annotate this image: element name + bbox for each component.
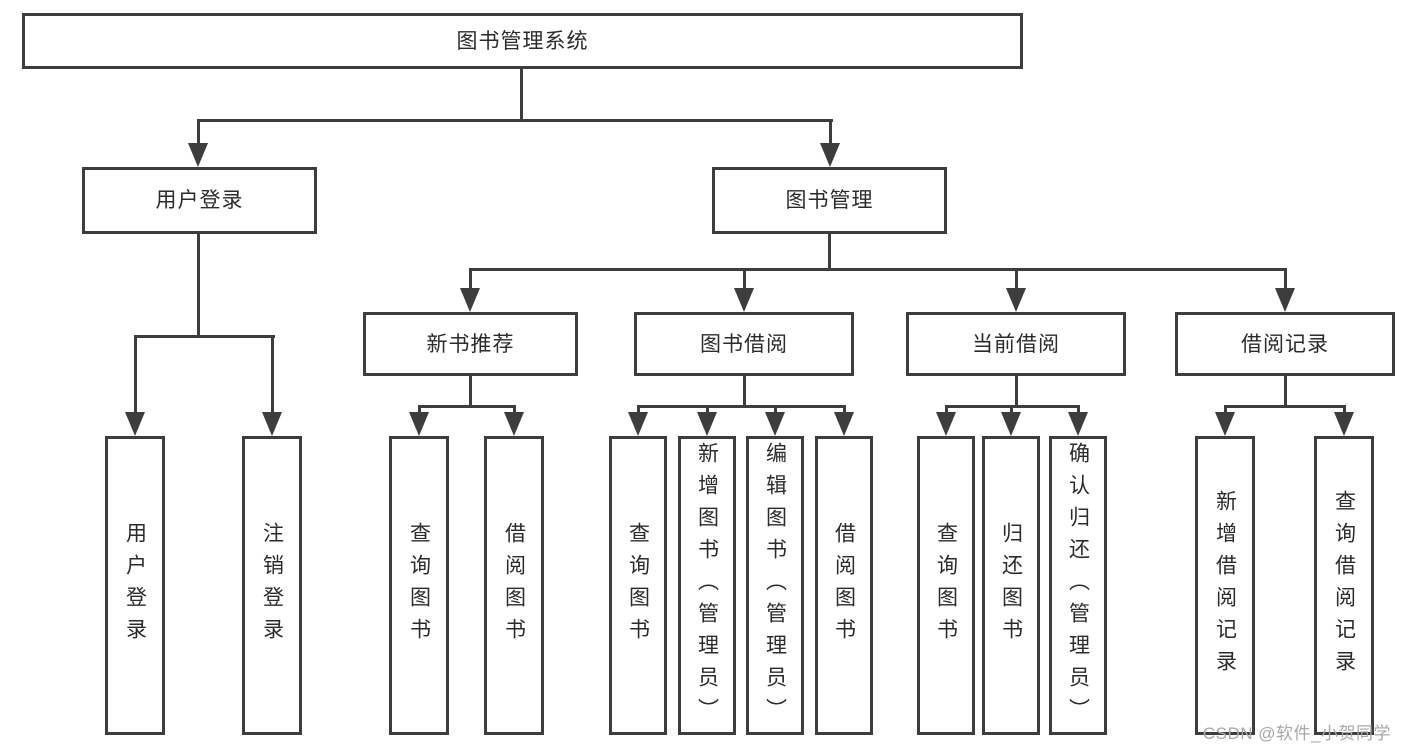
connector-shaft: [1015, 268, 1018, 294]
connector-new-book-bracket: [418, 405, 516, 408]
csdn-watermark: CSDN @软件_小贺同学: [1202, 724, 1391, 743]
leaf-borrow-books: 借阅图书: [815, 436, 873, 735]
connector-level2-bracket: [469, 268, 1287, 271]
arrowhead: [1275, 288, 1295, 312]
connector-shaft: [1284, 268, 1287, 294]
leaf-label: 查询借阅记录: [1332, 489, 1356, 682]
node-borrowing-records: 借阅记录: [1175, 312, 1395, 376]
connector-user-login-bracket: [134, 335, 275, 338]
connector-new-book-stub: [469, 376, 472, 407]
arrowhead: [765, 412, 785, 436]
connector-user-login-stub: [197, 234, 200, 337]
connector-shaft: [1077, 405, 1080, 415]
node-user-login: 用户登录: [82, 167, 317, 234]
leaf-return-book: 归还图书: [982, 436, 1040, 735]
connector-book-borrowing-bracket: [637, 405, 846, 408]
connector-shaft: [829, 119, 832, 147]
arrowhead: [460, 288, 480, 312]
connector-shaft: [1343, 405, 1346, 415]
arrowhead: [628, 412, 648, 436]
arrowhead: [409, 412, 429, 436]
node-label: 图书管理: [785, 189, 874, 212]
arrowhead: [125, 412, 145, 436]
connector-shaft: [513, 405, 516, 415]
leaf-label: 查询图书: [626, 521, 650, 650]
leaf-label: 归还图书: [999, 521, 1023, 650]
connector-level1-bracket: [197, 119, 833, 122]
node-label: 新书推荐: [426, 332, 515, 356]
connector-shaft: [945, 405, 948, 415]
arrowhead: [1006, 288, 1026, 312]
connector-book-borrowing-stub: [743, 376, 746, 407]
leaf-query-books-recommend: 查询图书: [389, 436, 449, 735]
node-book-borrowing: 图书借阅: [634, 312, 854, 376]
leaf-label: 新增图书（管理员）: [695, 441, 719, 730]
arrowhead: [188, 143, 208, 167]
node-label: 用户登录: [155, 189, 244, 212]
leaf-label: 用户登录: [123, 521, 147, 650]
leaf-label: 确认归还（管理员）: [1066, 441, 1090, 730]
leaf-user-login: 用户登录: [105, 436, 165, 735]
arrowhead: [1068, 412, 1088, 436]
leaf-label: 编辑图书（管理员）: [763, 441, 787, 730]
leaf-logout: 注销登录: [242, 436, 302, 735]
connector-shaft: [637, 405, 640, 415]
leaf-label: 查询图书: [407, 521, 431, 650]
connector-shaft: [469, 268, 472, 294]
connector-borrowing-records-bracket: [1224, 405, 1346, 408]
connector-shaft: [843, 405, 846, 415]
leaf-query-books-current: 查询图书: [917, 436, 975, 735]
leaf-add-borrow-record: 新增借阅记录: [1195, 436, 1255, 735]
node-label: 借阅记录: [1241, 332, 1329, 356]
leaf-query-borrow-record: 查询借阅记录: [1314, 436, 1374, 735]
connector-shaft: [134, 335, 137, 414]
leaf-query-books-borrowing: 查询图书: [609, 436, 667, 735]
node-label: 图书借阅: [700, 332, 788, 356]
arrowhead: [1215, 412, 1235, 436]
node-new-book-recommend: 新书推荐: [363, 312, 578, 376]
connector-shaft: [1224, 405, 1227, 415]
arrowhead: [1334, 412, 1354, 436]
leaf-borrow-books-recommend: 借阅图书: [484, 436, 544, 735]
connector-shaft: [418, 405, 421, 415]
leaf-confirm-return-admin: 确认归还（管理员）: [1049, 436, 1107, 735]
arrowhead: [504, 412, 524, 436]
arrowhead: [820, 143, 840, 167]
leaf-label: 注销登录: [260, 521, 284, 650]
connector-shaft: [706, 405, 709, 415]
leaf-label: 借阅图书: [832, 521, 856, 650]
connector-shaft: [271, 335, 274, 414]
leaf-add-book-admin: 新增图书（管理员）: [678, 436, 736, 735]
node-current-borrowing: 当前借阅: [906, 312, 1126, 376]
node-label: 图书管理系统: [456, 29, 589, 53]
leaf-label: 借阅图书: [502, 521, 526, 650]
arrowhead: [936, 412, 956, 436]
arrowhead: [262, 412, 282, 436]
arrowhead: [1001, 412, 1021, 436]
arrowhead: [697, 412, 717, 436]
leaf-edit-book-admin: 编辑图书（管理员）: [746, 436, 804, 735]
connector-root-stub: [520, 69, 523, 120]
connector-shaft: [197, 119, 200, 147]
connector-shaft: [743, 268, 746, 294]
node-library-management-system: 图书管理系统: [22, 13, 1023, 69]
leaf-label: 查询图书: [934, 521, 958, 650]
arrowhead: [834, 412, 854, 436]
leaf-label: 新增借阅记录: [1213, 489, 1237, 682]
connector-shaft: [774, 405, 777, 415]
arrowhead: [734, 288, 754, 312]
connector-borrowing-records-stub: [1284, 376, 1287, 407]
node-label: 当前借阅: [972, 332, 1060, 356]
connector-shaft: [1010, 405, 1013, 415]
node-book-management: 图书管理: [712, 167, 947, 234]
connector-current-borrowing-stub: [1015, 376, 1018, 407]
connector-book-management-stub: [828, 234, 831, 271]
